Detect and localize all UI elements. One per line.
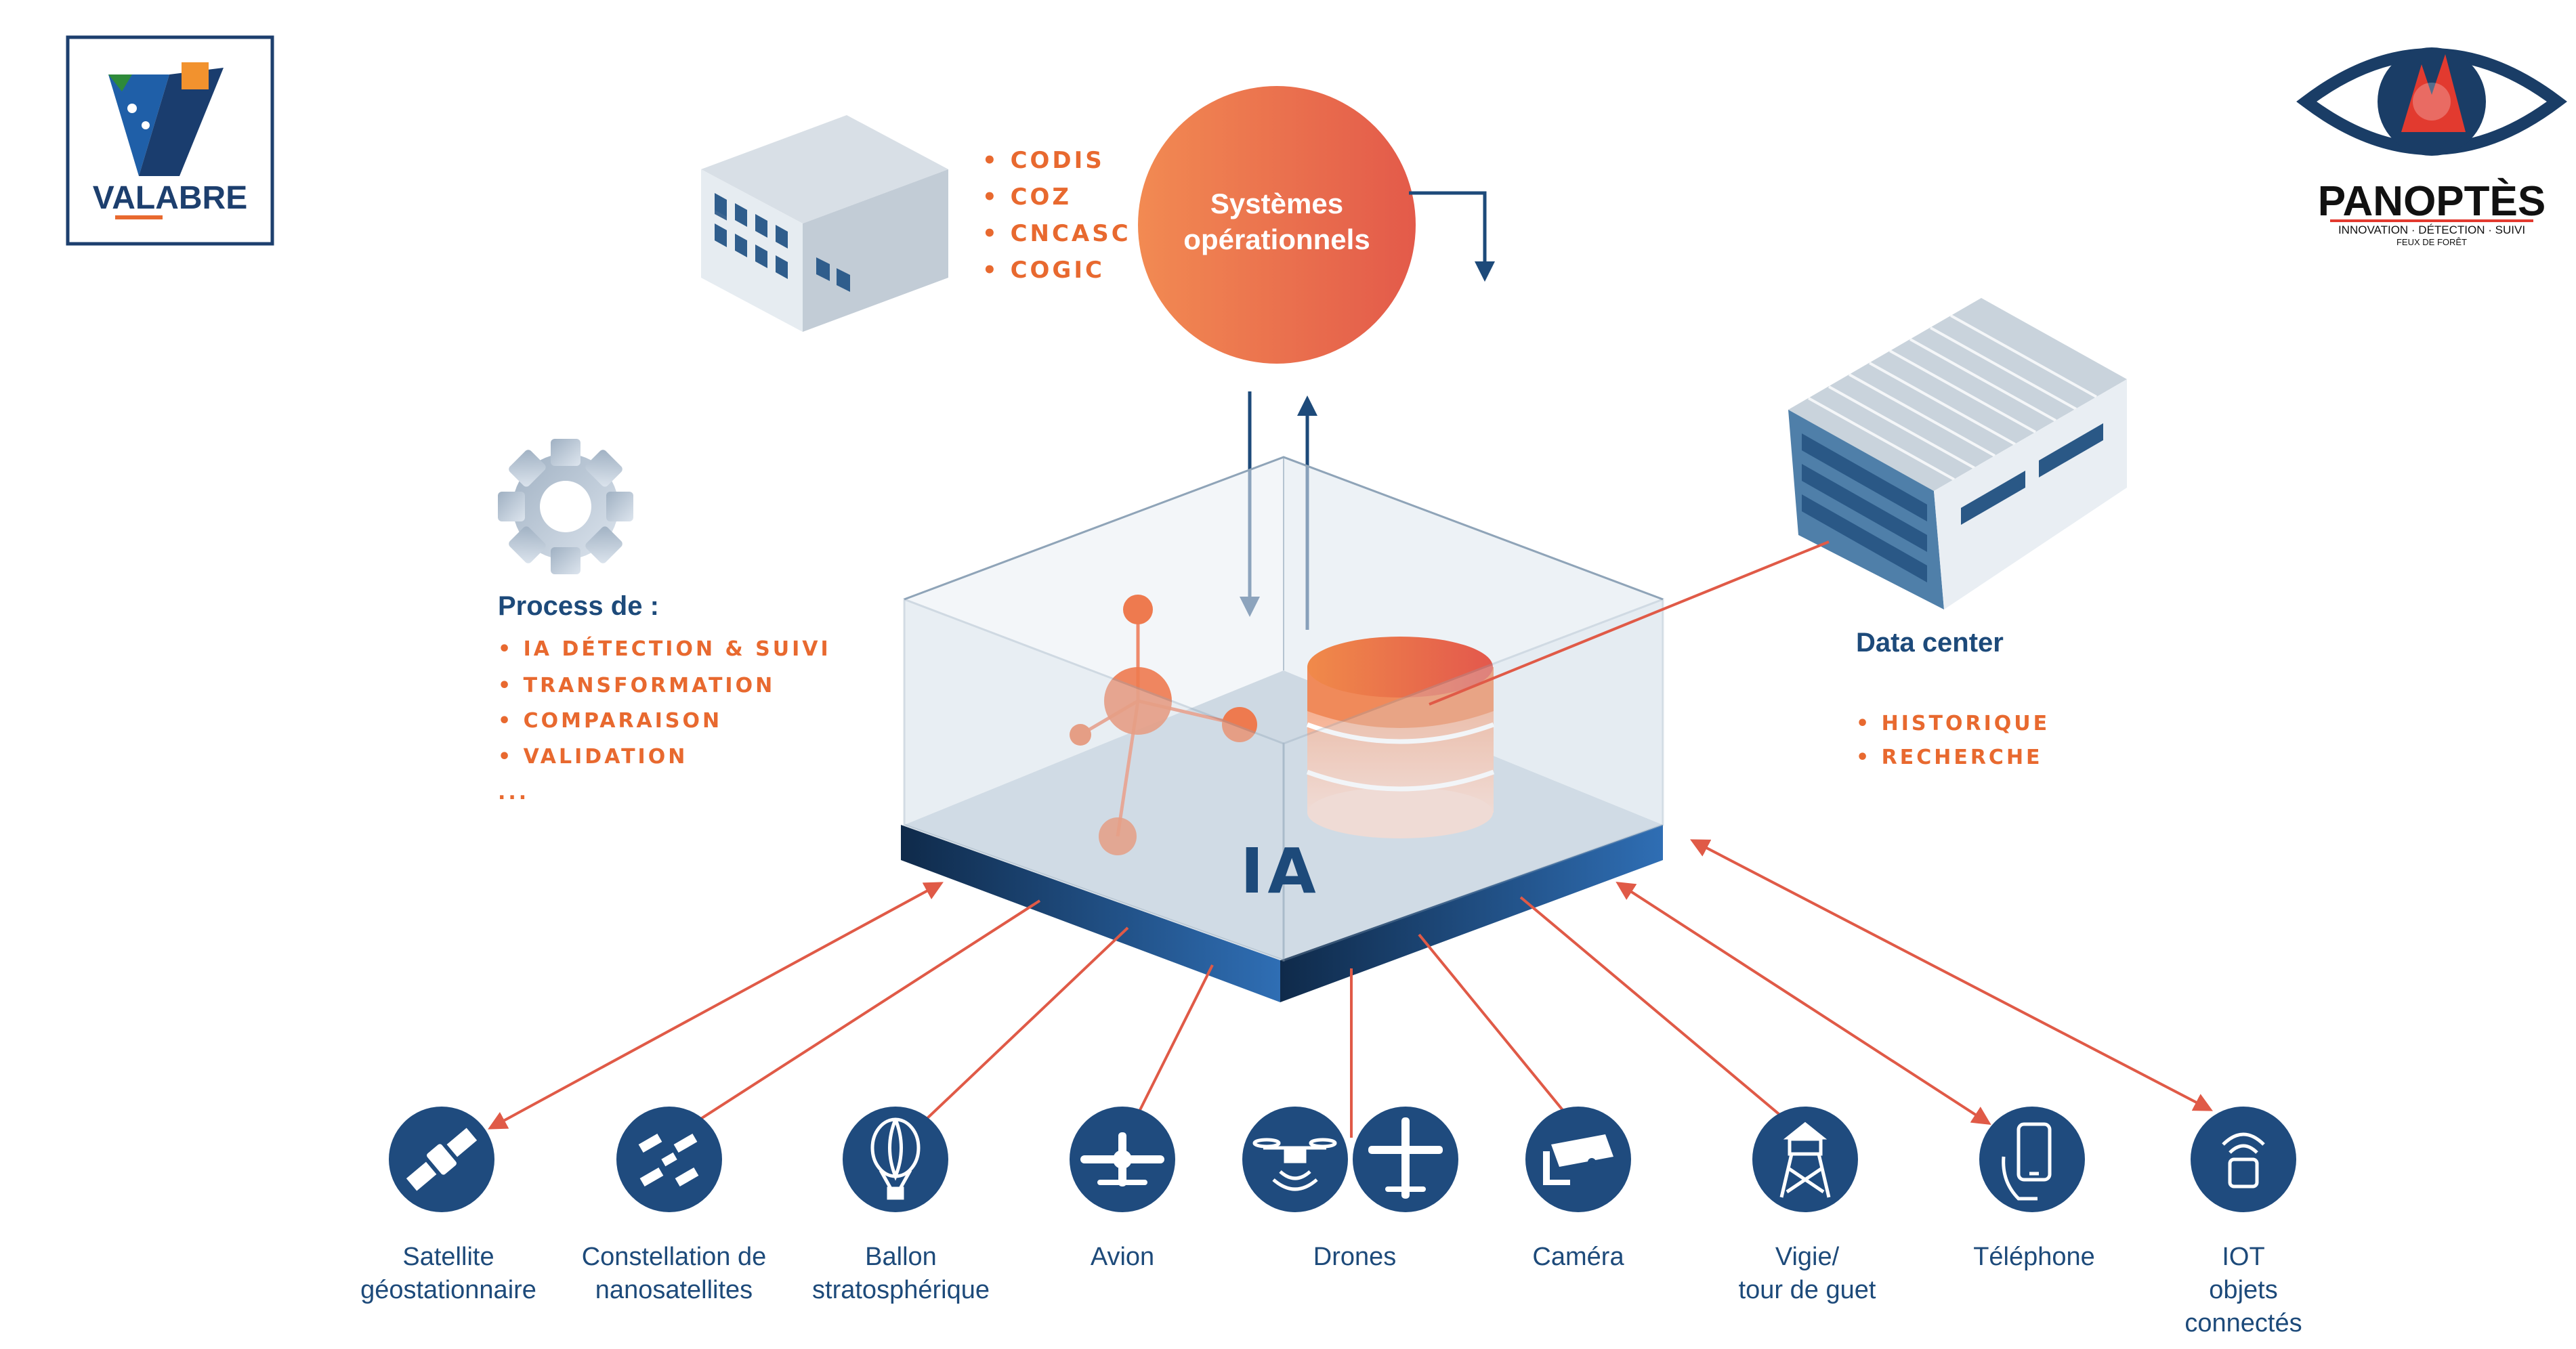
operational-systems-node: Systèmes opérationnels (1138, 86, 1416, 364)
circle-output-arrow (1409, 191, 1495, 282)
source-label: Avion (1091, 1243, 1154, 1271)
source-label: Ballon (865, 1243, 937, 1271)
source-connections (488, 839, 2213, 1138)
ia-label: IA (1240, 835, 1319, 907)
datacenter-item: • HISTORIQUE (1856, 712, 2050, 735)
datacenter-link (1429, 540, 1830, 706)
source-label: tour de guet (1739, 1276, 1876, 1304)
source-label: connectés (2184, 1309, 2302, 1337)
circle-label-line2: opérationnels (1183, 223, 1370, 255)
plane-icon (1080, 1132, 1164, 1186)
military-drone-icon (1368, 1117, 1443, 1199)
gear-icon (498, 439, 633, 574)
panoptes-tagline: INNOVATION · DÉTECTION · SUIVI (2338, 223, 2525, 236)
satellite-source: Satellite géostationnaire (360, 1107, 536, 1304)
source-label: stratosphérique (812, 1276, 990, 1304)
neural-network-icon (1070, 595, 1257, 855)
iot-source: IOT objets connectés (2184, 1107, 2302, 1337)
datacenter-item: • RECHERCHE (1856, 746, 2043, 769)
source-label: Satellite (402, 1243, 494, 1271)
process-item: • IA DÉTECTION & SUIVI (498, 637, 831, 661)
datacenter-building-icon (1788, 298, 2127, 609)
ops-list-item: • COZ (982, 184, 1072, 211)
source-label: Drones (1313, 1243, 1397, 1271)
source-label: Caméra (1532, 1243, 1624, 1271)
process-item: • COMPARAISON (498, 709, 722, 733)
source-label: objets (2209, 1276, 2277, 1304)
phone-source: Téléphone (1973, 1107, 2095, 1271)
panoptes-logo: PANOPTÈS INNOVATION · DÉTECTION · SUIVI … (2296, 47, 2567, 247)
phone-icon (2002, 1122, 2052, 1201)
ops-list-item: • CNCASC (982, 220, 1131, 247)
drone-source: Drones (1242, 1107, 1458, 1271)
balloon-source: Ballon stratosphérique (812, 1107, 990, 1304)
ops-list-item: • CODIS (982, 147, 1105, 174)
ops-list-item: • COGIC (982, 257, 1105, 284)
iot-icon (2222, 1132, 2265, 1189)
balloon-icon (870, 1117, 921, 1200)
satellite-icon (406, 1128, 478, 1191)
nanosatellite-source: Constellation de nanosatellites (582, 1107, 767, 1304)
office-building-icon (701, 115, 948, 332)
plane-source: Avion (1070, 1107, 1175, 1271)
camera-icon (1543, 1134, 1613, 1185)
valabre-logo: VALABRE (66, 35, 274, 246)
panoptes-title: PANOPTÈS (2318, 178, 2546, 225)
watchtower-icon (1779, 1121, 1831, 1198)
source-label: Téléphone (1973, 1243, 2095, 1271)
datacenter-title: Data center (1856, 628, 2004, 658)
operational-systems-list: • CODIS • COZ • CNCASC • COGIC (982, 147, 1131, 284)
circle-label-line1: Systèmes (1210, 188, 1343, 219)
source-label: nanosatellites (595, 1276, 753, 1304)
camera-source: Caméra (1525, 1107, 1631, 1271)
process-item: • VALIDATION (498, 745, 688, 769)
source-label: Constellation de (582, 1243, 767, 1271)
source-label: Vigie/ (1775, 1243, 1840, 1271)
process-item: • TRANSFORMATION (498, 674, 775, 698)
drone-icon (1252, 1138, 1337, 1191)
source-label: IOT (2222, 1243, 2264, 1271)
process-title: Process de : (498, 591, 659, 621)
process-section: Process de : • IA DÉTECTION & SUIVI • TR… (498, 591, 831, 805)
ia-box: IA (901, 456, 1664, 1002)
datacenter-section: Data center • HISTORIQUE • RECHERCHE (1856, 628, 2050, 769)
watchtower-source: Vigie/ tour de guet (1739, 1107, 1876, 1304)
panoptes-subtagline: FEUX DE FORÊT (2396, 237, 2467, 247)
process-item: ... (498, 781, 529, 805)
nanosatellite-icon (638, 1133, 699, 1187)
database-icon (1306, 637, 1495, 838)
source-label: géostationnaire (360, 1276, 536, 1304)
valabre-logo-text: VALABRE (93, 180, 247, 216)
